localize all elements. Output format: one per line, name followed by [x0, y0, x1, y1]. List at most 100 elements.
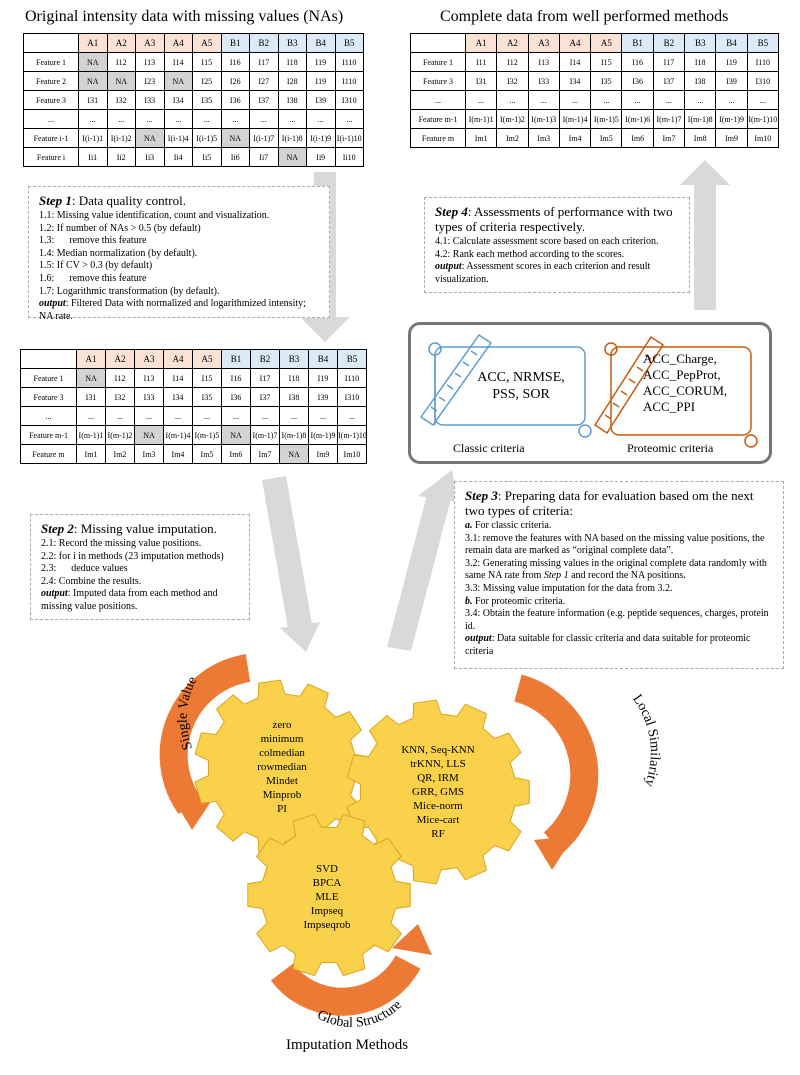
flow-arrow-step3 — [387, 470, 458, 651]
table-cell: I110 — [334, 71, 364, 91]
column-header: A2 — [105, 349, 135, 369]
row-label: Feature 2 — [23, 71, 79, 91]
table-cell: ... — [558, 90, 592, 110]
title-complete-data: Complete data from well performed method… — [440, 8, 729, 25]
table-row: ................................. — [410, 90, 779, 110]
step2-line: 2.4: Combine the results. — [41, 575, 142, 587]
table-cell: ... — [163, 406, 193, 426]
table-cell: I(i-1)4 — [163, 128, 193, 148]
step3-heading: Step 3: Preparing data for evaluation ba… — [465, 488, 754, 518]
table-cell: I110 — [334, 52, 364, 72]
column-header: B3 — [277, 33, 307, 53]
table-cell: I33 — [527, 71, 560, 91]
table-cell: I34 — [163, 90, 193, 110]
step1-line: 1.7: Logarithmic transformation (by defa… — [39, 285, 220, 297]
table-cell: Im3 — [134, 444, 164, 464]
table-cell: I(m-1)1 — [76, 425, 106, 445]
footer-imputation-methods: Imputation Methods — [286, 1037, 409, 1053]
column-header: B2 — [652, 33, 686, 53]
column-header: A5 — [192, 349, 222, 369]
row-label: Feature i — [23, 147, 79, 167]
table-cell: I23 — [135, 71, 165, 91]
table-cell: I31 — [78, 90, 108, 110]
row-label: Feature 1 — [410, 52, 466, 72]
table-cell: Im10 — [337, 444, 367, 464]
method-label: Impseq — [310, 905, 344, 917]
table-cell: I32 — [106, 90, 136, 110]
global-structure-arc-arrow — [270, 924, 432, 1016]
table-cell: I16 — [621, 52, 654, 72]
step3-proteomic-label: b. For proteomic criteria. — [465, 595, 566, 607]
method-label: SVD — [315, 863, 338, 875]
table-cell: ... — [527, 90, 560, 110]
table-cell: I31 — [76, 387, 106, 407]
table-cell: I36 — [621, 71, 654, 91]
table-cell: Im1 — [464, 128, 498, 148]
table-cell: I19 — [715, 52, 748, 72]
table-cell: Im4 — [163, 444, 193, 464]
table-cell: I15 — [192, 52, 222, 72]
table-cell: ... — [277, 109, 307, 129]
local-similarity-arc-arrow — [513, 674, 599, 870]
table-cell: I(m-1)10 — [337, 425, 367, 445]
table-cell: NA — [163, 71, 193, 91]
table-cell: I19 — [306, 52, 336, 72]
table-cell: I18 — [684, 52, 717, 72]
table-cell: I(m-1)3 — [527, 109, 560, 129]
table-cell: Im2 — [105, 444, 135, 464]
table-cell: Ii9 — [306, 147, 336, 167]
single-value-methods: zero minimum colmedian rowmedian Mindet … — [222, 718, 342, 816]
table-cell: ... — [496, 90, 529, 110]
row-label: Feature m — [410, 128, 466, 148]
column-header: B2 — [250, 349, 280, 369]
method-label: Impseqrob — [303, 919, 351, 931]
table-cell: Ii2 — [106, 147, 136, 167]
table-cell: NA — [221, 425, 251, 445]
method-label: zero — [272, 719, 292, 731]
column-header: A2 — [106, 33, 136, 53]
table-cell: I(i-1)1 — [78, 128, 108, 148]
table-cell: I310 — [334, 90, 364, 110]
gear-global-structure — [247, 813, 411, 977]
table-cell: I19 — [308, 368, 338, 388]
row-label: Feature m-1 — [410, 109, 466, 129]
proteomic-criteria-item: ACC_Charge, — [643, 351, 717, 366]
column-header: A1 — [464, 33, 498, 53]
column-header: A2 — [496, 33, 529, 53]
criteria-panel: ACC, NRMSE, PSS, SOR Classic criteria AC… — [408, 322, 772, 464]
row-label: Feature 3 — [20, 387, 77, 407]
table-row: ................................. — [23, 109, 364, 129]
table-cell: I(m-1)2 — [496, 109, 529, 129]
table-cell: I(m-1)1 — [464, 109, 498, 129]
column-header: A3 — [527, 33, 560, 53]
table-cell: I19 — [306, 71, 336, 91]
table-cell: I38 — [279, 387, 309, 407]
column-header: A4 — [558, 33, 592, 53]
method-label: RF — [431, 828, 445, 840]
table-cell: ... — [308, 406, 338, 426]
local-similarity-methods: KNN, Seq-KNN trKNN, LLS QR, IRM GRR, GMS… — [378, 743, 498, 841]
table-cell: I37 — [250, 387, 280, 407]
table-cell: Ii5 — [192, 147, 222, 167]
proteomic-scroll-icon — [604, 342, 758, 448]
row-label: Feature 1 — [23, 52, 79, 72]
table-cell: I(m-1)5 — [192, 425, 222, 445]
table-cell: ... — [337, 406, 367, 426]
table-cell: ... — [192, 406, 222, 426]
table-cell: Ii4 — [163, 147, 193, 167]
column-header: A3 — [135, 33, 165, 53]
table-cell: I39 — [306, 90, 336, 110]
column-header: A1 — [78, 33, 108, 53]
row-label: ... — [23, 109, 79, 129]
column-header: B1 — [221, 349, 251, 369]
table-cell: I(m-1)4 — [558, 109, 592, 129]
